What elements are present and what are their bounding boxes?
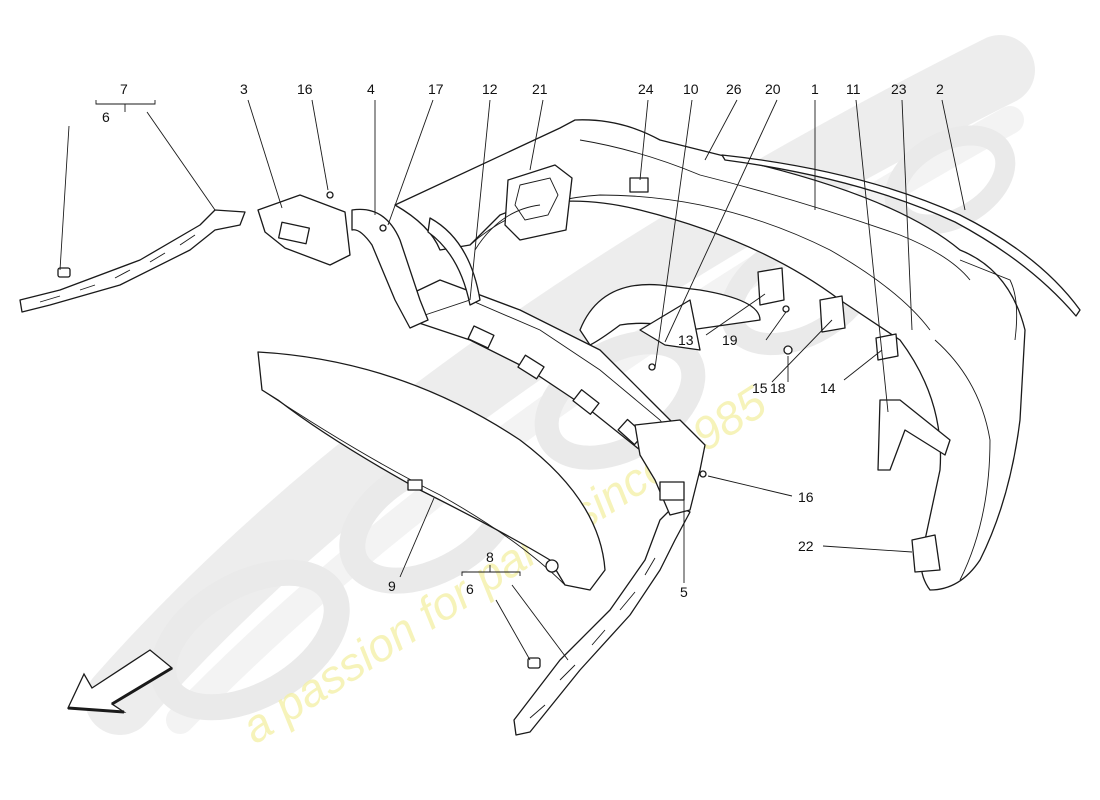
callout-7: 7 — [120, 81, 128, 97]
callout-15: 15 — [752, 380, 768, 396]
callout-23: 23 — [891, 81, 907, 97]
callout-16-lower: 16 — [798, 489, 814, 505]
callout-19: 19 — [722, 332, 738, 348]
left-guide-rail — [19, 209, 246, 313]
rear-bumper-cover — [394, 119, 1026, 591]
callout-26: 26 — [726, 81, 742, 97]
callout-21: 21 — [532, 81, 548, 97]
callout-2: 2 — [936, 81, 944, 97]
callout-20: 20 — [765, 81, 781, 97]
right-mounting-bracket — [634, 419, 707, 516]
left-mounting-bracket — [257, 191, 387, 266]
upper-trim-strip — [721, 154, 1081, 317]
callout-6-lower: 6 — [466, 581, 474, 597]
inner-brackets — [579, 177, 951, 573]
leader-lines — [59, 99, 966, 661]
arrow-down-left-icon — [67, 649, 174, 714]
callout-18: 18 — [770, 380, 786, 396]
callout-10: 10 — [683, 81, 699, 97]
callout-22: 22 — [798, 538, 814, 554]
right-guide-rail — [513, 504, 691, 736]
callout-8: 8 — [486, 549, 494, 565]
callout-3: 3 — [240, 81, 248, 97]
callout-9: 9 — [388, 578, 396, 594]
callout-17: 17 — [428, 81, 444, 97]
callout-1: 1 — [811, 81, 819, 97]
callout-11: 11 — [846, 81, 861, 97]
callout-13: 13 — [678, 332, 694, 348]
callout-14: 14 — [820, 380, 836, 396]
lower-energy-absorber — [257, 351, 606, 591]
callout-labels: 7 6 3 16 4 17 12 21 24 10 26 20 1 11 23 … — [102, 81, 944, 600]
callout-6: 6 — [102, 109, 110, 125]
callout-16: 16 — [297, 81, 313, 97]
callout-12: 12 — [482, 81, 498, 97]
callout-5: 5 — [680, 584, 688, 600]
callout-24: 24 — [638, 81, 654, 97]
callout-4: 4 — [367, 81, 375, 97]
